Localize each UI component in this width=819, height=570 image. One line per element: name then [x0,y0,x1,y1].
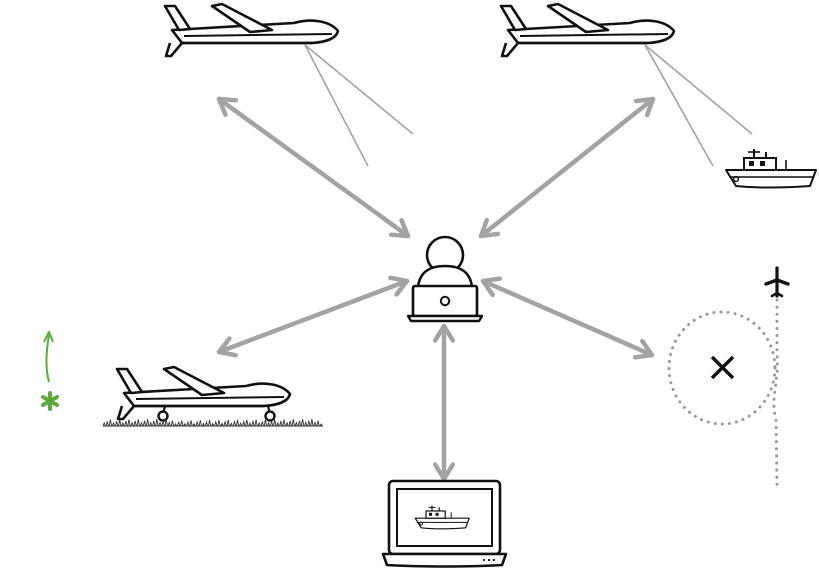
link-arrow-loiter-zone [480,276,655,360]
link-arrow-uav-top-left [216,96,411,239]
beam-right-b [644,44,753,135]
operator-at-laptop-icon [406,235,484,323]
uav-on-runway-icon [102,365,323,427]
beam-left-a [304,44,369,167]
link-arrow-remote-display [432,323,456,482]
sensor-beams [304,44,753,167]
beam-right-a [644,44,714,167]
link-arrow-uav-ground [216,275,410,358]
aircraft-track-icon [764,266,790,487]
loiter-zone-icon [667,310,777,426]
runway-grass [102,418,323,427]
link-arrow-uav-top-right [478,96,656,239]
remote-laptop-icon [381,479,508,568]
boat-icon [725,148,817,189]
beam-left-b [304,44,414,135]
communication-links [216,96,656,482]
airplane-icon [764,266,790,298]
uav-top-left-icon [163,2,340,58]
takeoff-arrow-icon [41,331,59,411]
